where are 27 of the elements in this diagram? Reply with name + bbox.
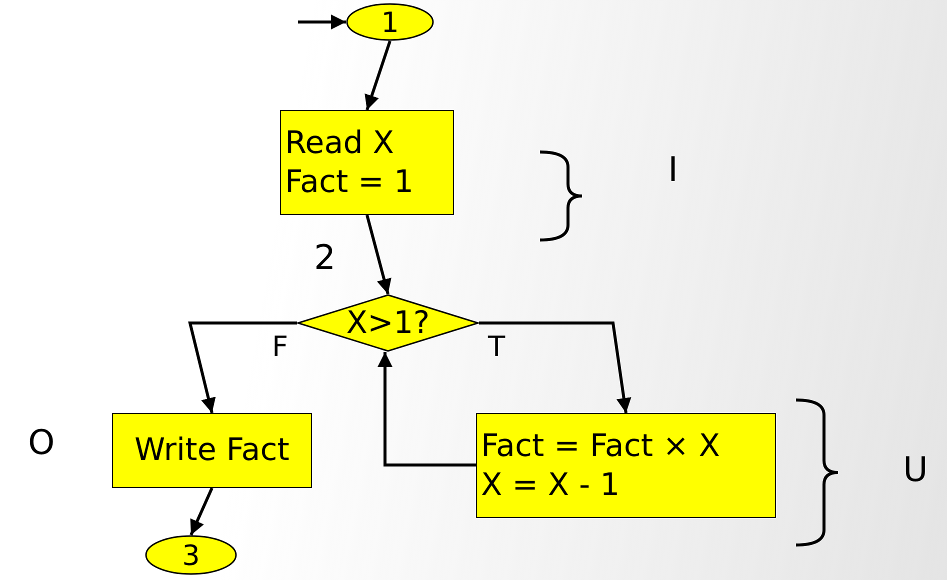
arrow (190, 487, 214, 536)
arrow (378, 352, 476, 466)
process-box (112, 413, 312, 488)
step-number: 2 (314, 238, 336, 278)
connector-oval (346, 3, 434, 41)
arrow (298, 14, 346, 30)
arrow (364, 40, 392, 110)
edge-label: F (272, 330, 288, 363)
arrow (366, 214, 392, 294)
node-text: Write Fact (134, 431, 290, 470)
process-box (280, 110, 454, 215)
arrow (479, 322, 632, 414)
section-letter: U (903, 450, 928, 490)
node-text: X>1? (345, 304, 431, 342)
section-letter: O (28, 423, 55, 463)
process-box (476, 413, 776, 518)
node-text: 1 (380, 4, 400, 40)
arrow (188, 322, 297, 414)
decision-diamond (297, 294, 479, 352)
node-text: Fact = Fact × X (481, 426, 721, 466)
node-text: Fact = 1 (285, 162, 415, 202)
edge-label: T (488, 330, 506, 363)
node-text: Read X (285, 124, 395, 162)
connector-oval (145, 535, 237, 575)
node-text: 3 (181, 538, 201, 572)
node-text: X = X - 1 (481, 466, 621, 504)
section-letter: I (668, 150, 678, 190)
